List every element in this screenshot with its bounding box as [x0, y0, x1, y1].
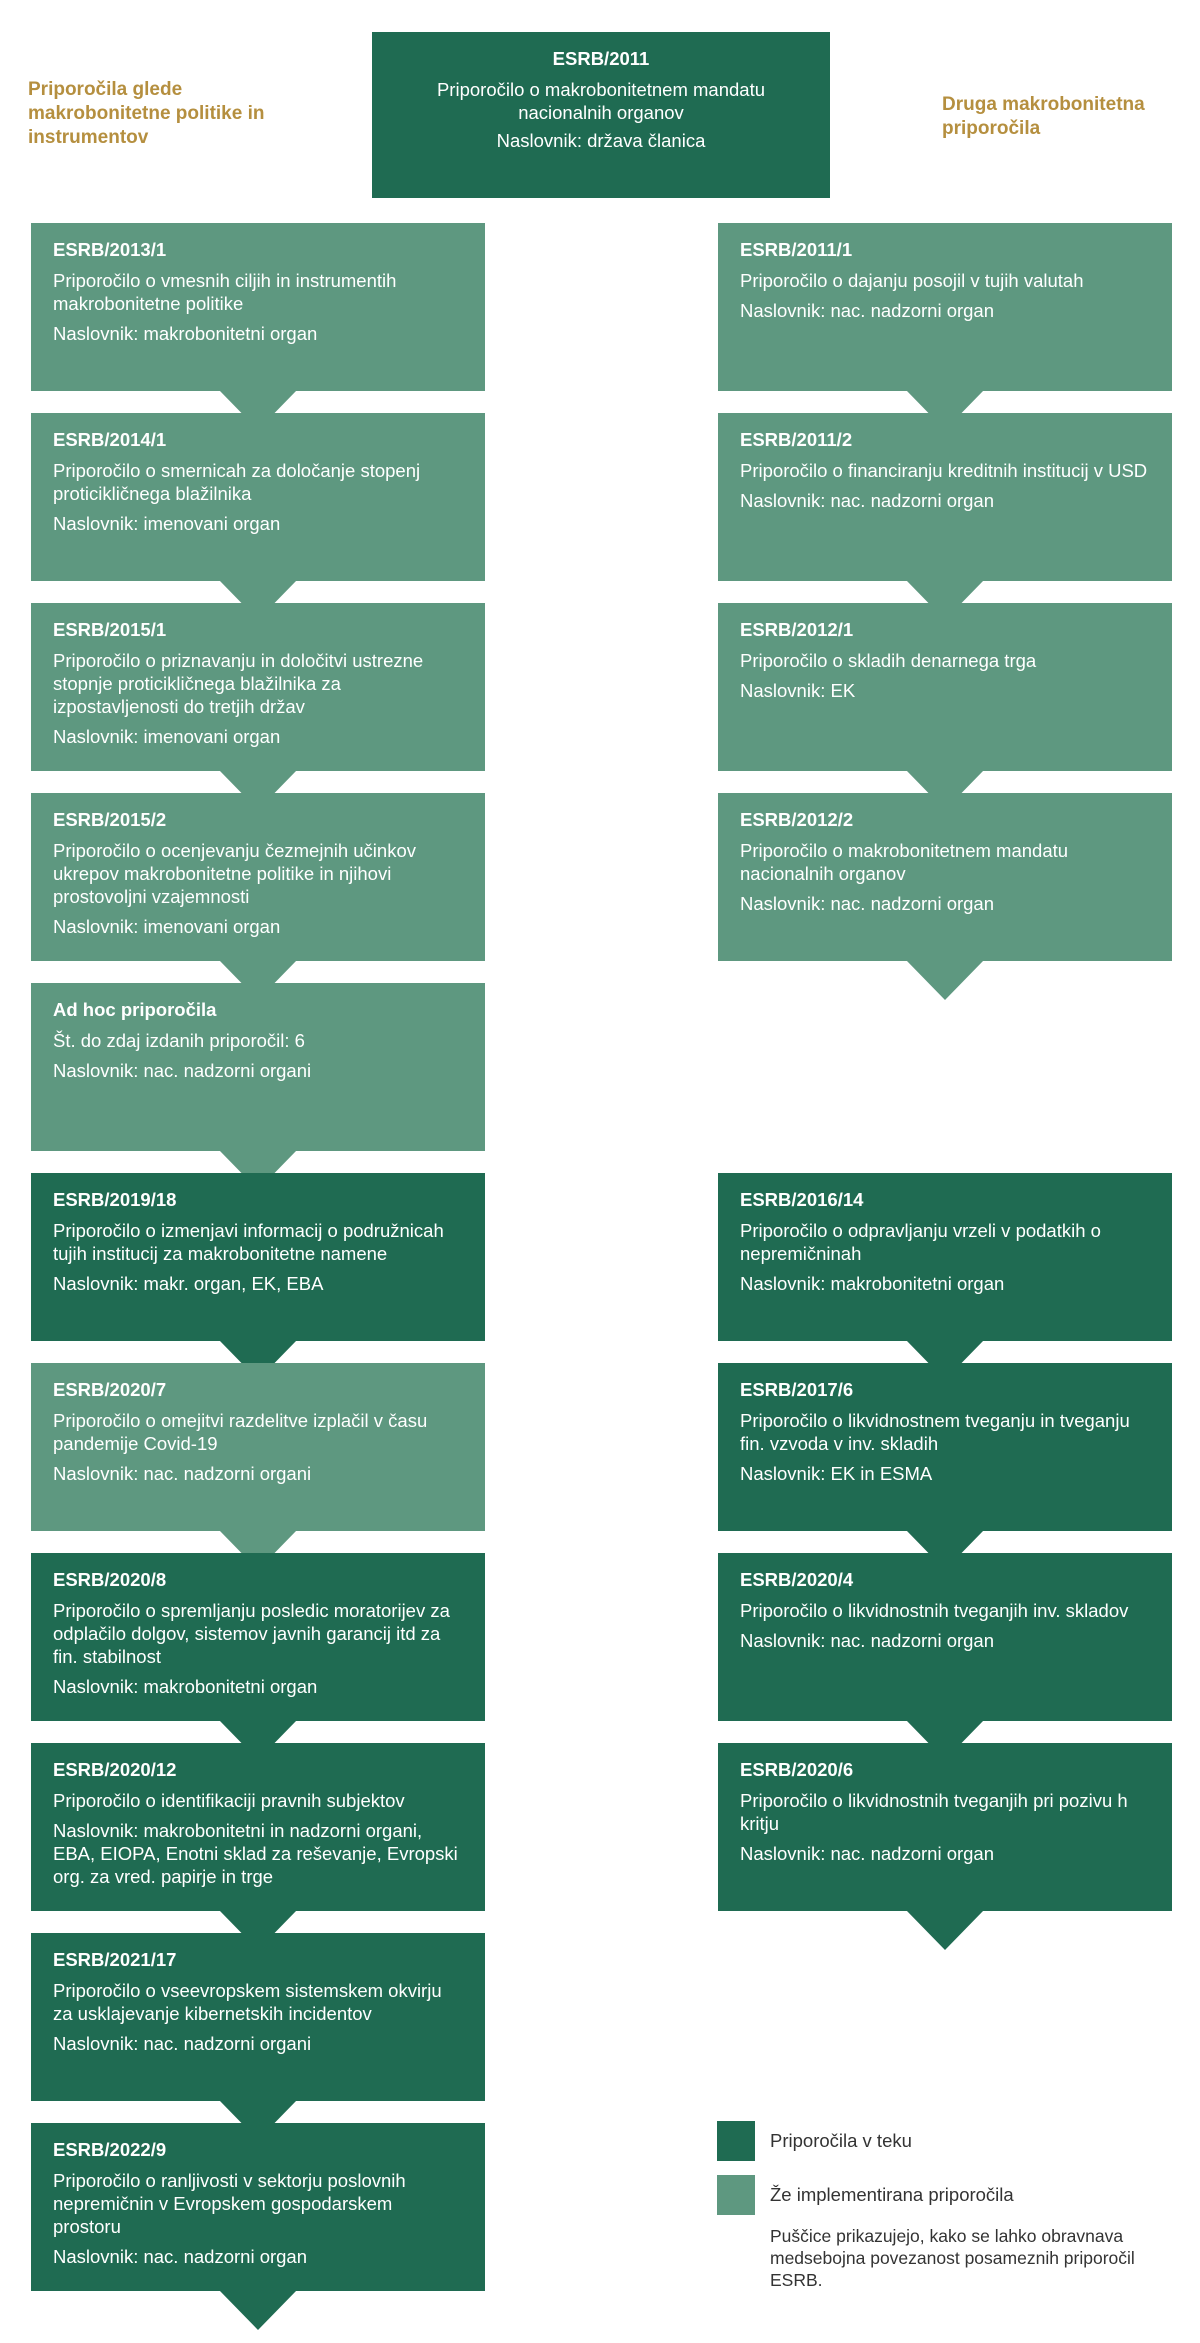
recommendation-title: Priporočilo o makrobonitetnem mandatu na…	[436, 79, 766, 123]
recommendation-addressee: Naslovnik: nac. nadzorni organ	[740, 490, 995, 511]
recommendation-title: Priporočilo o likvidnostnih tveganjih pr…	[740, 1790, 1128, 1834]
connector-arrow	[906, 1910, 984, 1950]
recommendation-addressee: Naslovnik: nac. nadzorni organi	[53, 1060, 312, 1081]
recommendation-addressee: Naslovnik: makrobonitetni in nadzorni or…	[53, 1820, 458, 1887]
recommendation-title: Priporočilo o vseevropskem sistemskem ok…	[53, 1980, 442, 2024]
legend-label-ongoing: Priporočila v teku	[770, 2130, 912, 2151]
recommendation-addressee: Naslovnik: nac. nadzorni organi	[53, 1463, 312, 1484]
recommendation-code: ESRB/2020/6	[740, 1759, 854, 1780]
recommendation-code: ESRB/2014/1	[53, 429, 167, 450]
recommendation-title: Priporočilo o dajanju posojil v tujih va…	[740, 270, 1084, 291]
legend-label-implemented: Že implementirana priporočila	[770, 2184, 1014, 2205]
recommendation-code: Ad hoc priporočila	[53, 999, 217, 1020]
right-column-heading: Druga makrobonitetna priporočila	[942, 94, 1145, 139]
recommendation-addressee: Naslovnik: nac. nadzorni organ	[740, 893, 995, 914]
recommendation-code: ESRB/2011/1	[740, 239, 853, 260]
recommendation-code: ESRB/2022/9	[53, 2139, 167, 2160]
recommendation-code: ESRB/2013/1	[53, 239, 167, 260]
recommendation-code: ESRB/2020/12	[53, 1759, 177, 1780]
recommendation-addressee: Naslovnik: nac. nadzorni organ	[740, 1843, 995, 1864]
recommendation-code: ESRB/2015/2	[53, 809, 167, 830]
recommendation-title: Priporočilo o financiranju kreditnih ins…	[740, 460, 1148, 481]
recommendation-code: ESRB/2011/2	[740, 429, 853, 450]
recommendation-title: Priporočilo o likvidnostnem tveganju in …	[740, 1410, 1130, 1454]
recommendation-addressee: Naslovnik: makr. organ, EK, EBA	[53, 1273, 324, 1294]
recommendation-code: ESRB/2020/4	[740, 1569, 854, 1590]
recommendation-title: Priporočilo o smernicah za določanje sto…	[53, 460, 421, 504]
recommendation-addressee: Naslovnik: nac. nadzorni organi	[53, 2033, 312, 2054]
recommendation-code: ESRB/2012/2	[740, 809, 854, 830]
left-column-heading: Priporočila glede makrobonitetne politik…	[28, 79, 265, 148]
legend-note: Puščice prikazujejo, kako se lahko obrav…	[770, 2226, 1135, 2290]
recommendation-addressee: Naslovnik: nac. nadzorni organ	[740, 1630, 995, 1651]
recommendation-title: Priporočilo o izmenjavi informacij o pod…	[53, 1220, 444, 1264]
recommendation-title: Priporočilo o vmesnih ciljih in instrume…	[53, 270, 397, 314]
recommendation-title: Priporočilo o makrobonitetnem mandatu na…	[740, 840, 1069, 884]
recommendation-title: Priporočilo o ocenjevanju čezmejnih učin…	[53, 840, 416, 907]
recommendation-code: ESRB/2011	[552, 48, 650, 69]
recommendation-title: Priporočilo o omejitvi razdelitve izplač…	[53, 1410, 428, 1454]
recommendation-addressee: Naslovnik: država članica	[496, 130, 706, 151]
recommendation-title: Priporočilo o skladih denarnega trga	[740, 650, 1037, 671]
recommendation-addressee: Naslovnik: EK	[740, 680, 856, 701]
recommendation-addressee: Naslovnik: imenovani organ	[53, 916, 281, 937]
recommendation-title: Priporočilo o likvidnostnih tveganjih in…	[740, 1600, 1129, 1621]
recommendation-code: ESRB/2020/8	[53, 1569, 167, 1590]
connector-arrow	[906, 960, 984, 1000]
recommendation-title: Priporočilo o priznavanju in določitvi u…	[53, 650, 424, 717]
recommendation-title: Priporočilo o odpravljanju vrzeli v poda…	[740, 1220, 1101, 1264]
recommendation-addressee: Naslovnik: makrobonitetni organ	[740, 1273, 1005, 1294]
connector-arrow	[219, 2290, 297, 2330]
recommendation-title: Priporočilo o identifikaciji pravnih sub…	[53, 1790, 405, 1811]
recommendation-addressee: Naslovnik: nac. nadzorni organ	[740, 300, 995, 321]
recommendation-title: Priporočilo o ranljivosti v sektorju pos…	[53, 2170, 406, 2237]
legend-swatch-ongoing	[717, 2121, 755, 2161]
recommendation-code: ESRB/2015/1	[53, 619, 167, 640]
legend-swatch-implemented	[717, 2175, 755, 2215]
recommendation-code: ESRB/2021/17	[53, 1949, 177, 1970]
recommendation-addressee: Naslovnik: nac. nadzorni organ	[53, 2246, 308, 2267]
recommendation-title: Št. do zdaj izdanih priporočil: 6	[53, 1030, 305, 1051]
recommendation-code: ESRB/2012/1	[740, 619, 854, 640]
recommendation-addressee: Naslovnik: makrobonitetni organ	[53, 323, 318, 344]
recommendation-title: Priporočilo o spremljanju posledic morat…	[53, 1600, 450, 1667]
recommendation-code: ESRB/2020/7	[53, 1379, 167, 1400]
recommendation-addressee: Naslovnik: EK in ESMA	[740, 1463, 933, 1484]
recommendation-code: ESRB/2017/6	[740, 1379, 854, 1400]
recommendation-code: ESRB/2016/14	[740, 1189, 864, 1210]
recommendation-addressee: Naslovnik: imenovani organ	[53, 726, 281, 747]
recommendation-addressee: Naslovnik: imenovani organ	[53, 513, 281, 534]
top-recommendation-box: ESRB/2011 Priporočilo o makrobonitetnem …	[372, 32, 830, 198]
recommendation-addressee: Naslovnik: makrobonitetni organ	[53, 1676, 318, 1697]
recommendation-code: ESRB/2019/18	[53, 1189, 177, 1210]
